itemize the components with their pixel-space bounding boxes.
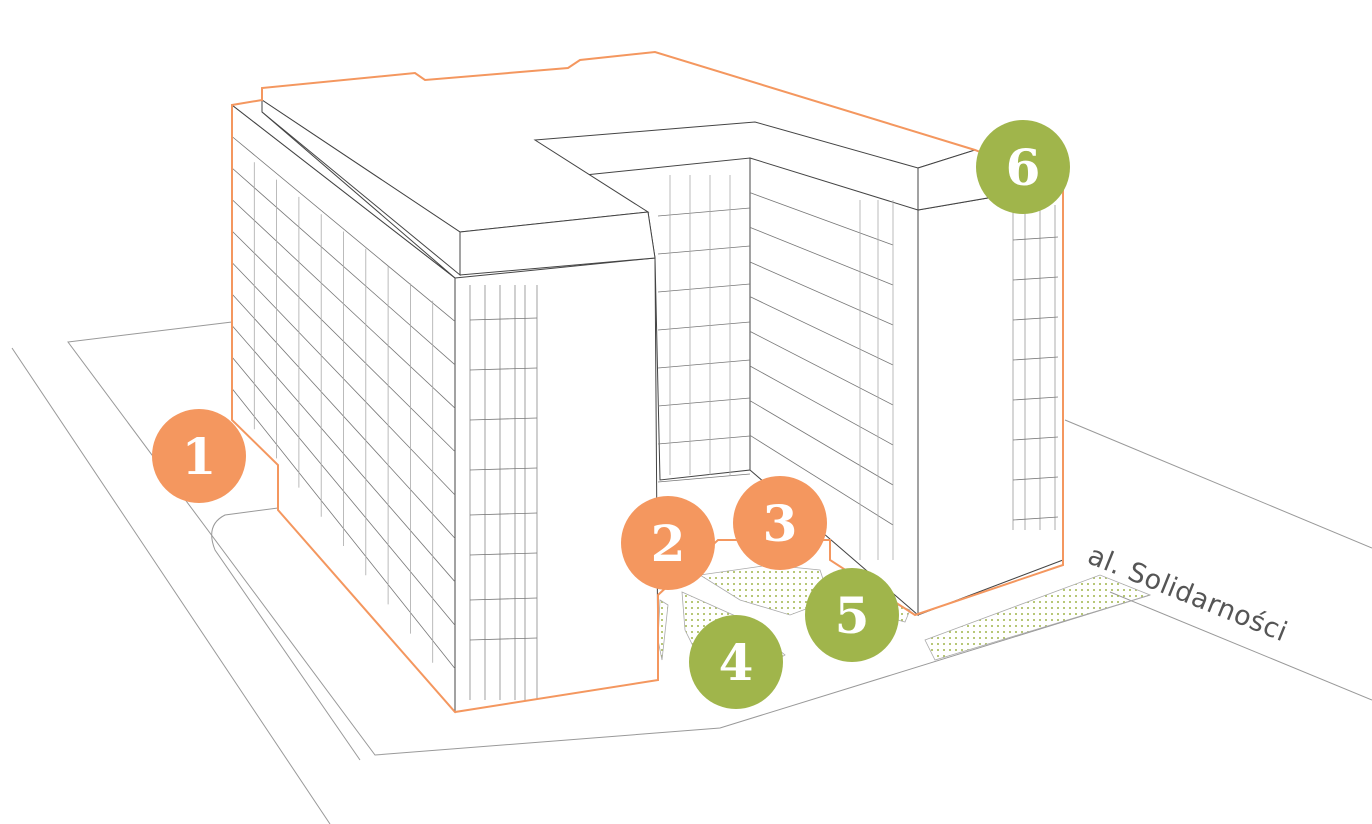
plot-outline xyxy=(231,50,1064,714)
marker-4[interactable]: 4 xyxy=(689,615,783,709)
marker-1[interactable]: 1 xyxy=(152,409,246,503)
marker-6[interactable]: 6 xyxy=(976,120,1070,214)
building xyxy=(230,51,1065,714)
marker-2[interactable]: 2 xyxy=(621,496,715,590)
marker-5[interactable]: 5 xyxy=(805,568,899,662)
marker-3[interactable]: 3 xyxy=(733,476,827,570)
